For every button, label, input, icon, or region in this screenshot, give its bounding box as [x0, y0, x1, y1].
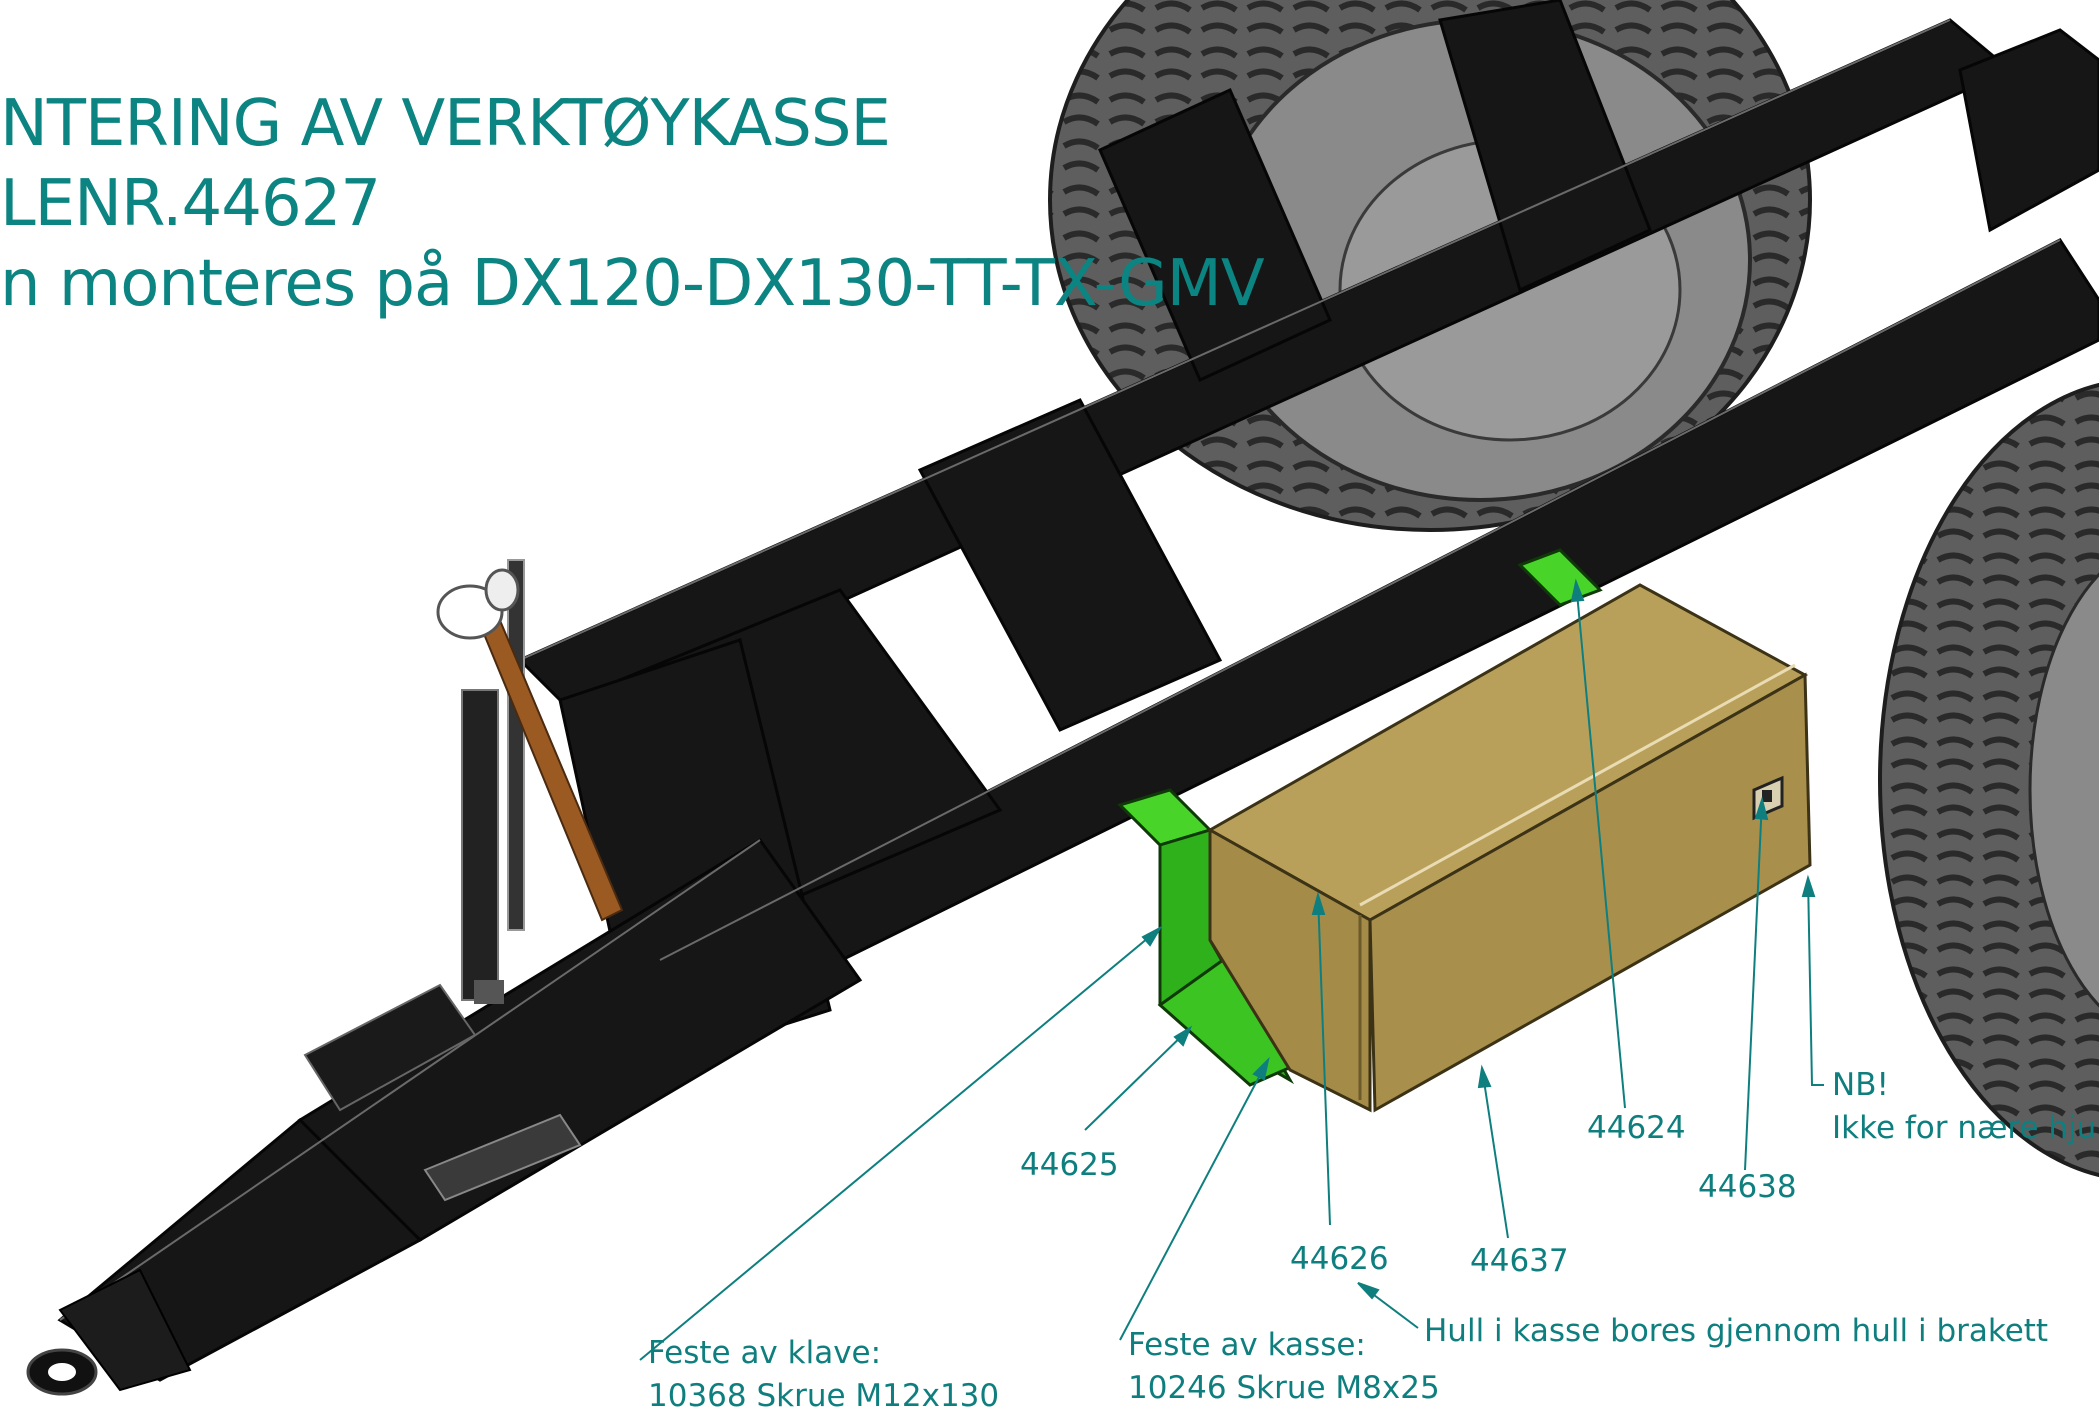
front-wheel: [1878, 383, 2099, 1177]
box-fastening-note: Feste av kasse: 10246 Skrue M8x25: [1128, 1330, 1440, 1404]
nb-title: NB!: [1832, 1067, 1889, 1103]
hole-drilling-note: Hull i kasse bores gjennom hull i braket…: [1424, 1313, 2049, 1349]
title-line-2: LENR.44627: [0, 167, 381, 241]
box-screw: 10246 Skrue M8x25: [1128, 1370, 1440, 1406]
title-line-1: NTERING AV VERKTØYKASSE: [0, 87, 891, 161]
part-number-44624: 44624: [1587, 1110, 1686, 1146]
leader-lines: [639, 578, 1824, 1361]
foot-plate: [303, 983, 582, 1202]
part-number-44638: 44638: [1698, 1169, 1797, 1205]
tool-box: [1206, 583, 1812, 1113]
towing-eye: [26, 1268, 192, 1396]
title-line-3: n monteres på DX120-DX130-TT-TX-GMV: [0, 247, 1265, 321]
box-title: Feste av kasse:: [1128, 1327, 1366, 1363]
part-number-44626: 44626: [1290, 1241, 1389, 1277]
nb-text: Ikke for nære hjul.: [1832, 1110, 2099, 1146]
clamp-title: Feste av klave:: [648, 1335, 882, 1371]
tow-handle: [436, 568, 624, 922]
frame-highlights: [59, 19, 2061, 1321]
part-number-44637: 44637: [1470, 1243, 1569, 1279]
wheel-clearance-note: NB! Ikke for nære hjul.: [1832, 1070, 2099, 1144]
clamp-fastening-note: Feste av klave: 10368 Skrue M12x130: [648, 1338, 999, 1412]
part-number-44625: 44625: [1020, 1147, 1119, 1183]
chassis-frame: [57, 0, 2099, 1382]
clamp-screw: 10368 Skrue M12x130: [648, 1378, 1000, 1414]
